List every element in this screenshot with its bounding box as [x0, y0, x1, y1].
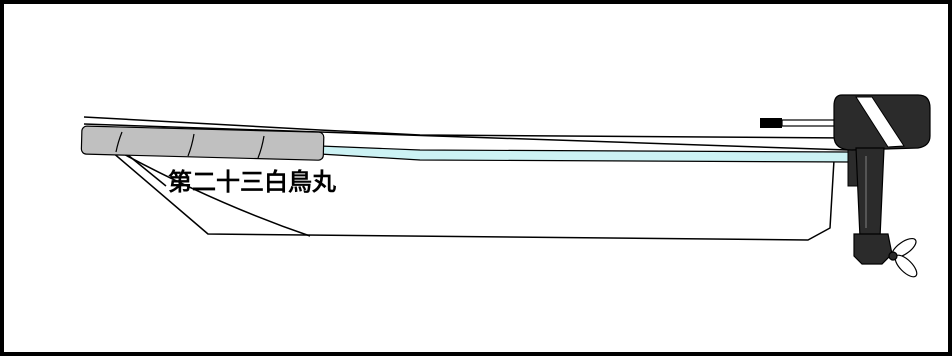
hull-bottom-line [97, 139, 835, 241]
propeller-hub [888, 251, 898, 261]
propeller-icon [888, 237, 918, 278]
motor-shaft [855, 147, 885, 239]
gunwale-stripe [319, 145, 851, 163]
fender-segment-line-2 [187, 133, 195, 157]
motor-cowling-band [855, 96, 905, 148]
fender-segment-line-3 [257, 135, 265, 159]
motor-gearcase [853, 233, 893, 265]
outboard-motor-icon [760, 94, 931, 278]
tiller-handle-icon [760, 118, 782, 128]
boat-hull [83, 116, 849, 241]
fender-body [80, 125, 325, 161]
tiller-arm [781, 119, 839, 127]
fender-segment-line-1 [115, 131, 123, 153]
hull-sheer-line [83, 116, 849, 139]
bow-fender [80, 125, 325, 161]
hull-lower-sheer [83, 123, 849, 151]
boat-name-label: 第二十三白鳥丸 [168, 168, 337, 196]
